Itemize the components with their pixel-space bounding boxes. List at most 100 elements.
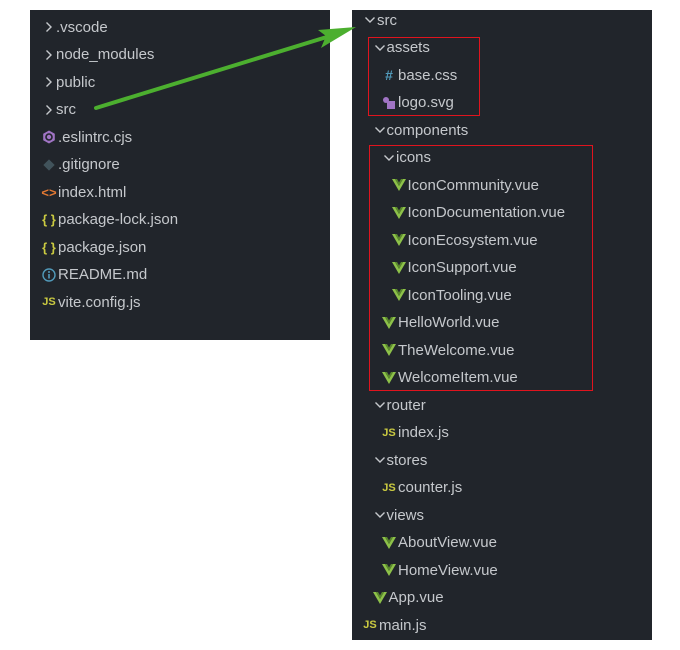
tree-folder-vscode[interactable]: .vscode [30, 14, 330, 41]
tree-item-label: src [56, 101, 76, 118]
info-file-icon [42, 267, 56, 282]
html-file-icon: <> [41, 184, 57, 200]
tree-file-helloworld-vue[interactable]: HelloWorld.vue [352, 309, 652, 336]
chevron-down-icon [373, 399, 387, 411]
tree-file-package-json[interactable]: { }package.json [30, 234, 330, 261]
tree-item-label: README.md [58, 266, 148, 283]
tree-item-label: IconEcosystem.vue [407, 231, 538, 249]
chevron-down-icon [373, 42, 387, 54]
tree-folder-src[interactable]: src [30, 96, 330, 123]
vue-file-icon [382, 371, 396, 384]
chevron-down-icon [373, 454, 387, 466]
tree-file-base-css[interactable]: # base.css [352, 62, 652, 89]
tree-item-label: logo.svg [398, 94, 454, 111]
tree-file-icondocumentation-vue[interactable]: IconDocumentation.vue [352, 199, 652, 226]
js-file-icon: JS [382, 426, 396, 439]
vue-file-icon [382, 564, 396, 576]
tree-item-label: WelcomeItem.vue [398, 369, 518, 386]
tree-file-package-lock-json[interactable]: { }package-lock.json [30, 206, 330, 233]
tree-folder-assets[interactable]: assets [352, 34, 652, 61]
vue-file-icon [391, 206, 406, 219]
chevron-down-icon [363, 14, 377, 26]
tree-item-label: main.js [379, 616, 427, 634]
tree-folder-stores[interactable]: stores [352, 447, 652, 474]
vue-file-icon [382, 316, 396, 329]
vue-file-icon [391, 179, 406, 191]
json-file-icon: { } [42, 239, 56, 255]
chevron-right-icon [42, 104, 56, 116]
chevron-right-icon [42, 49, 56, 61]
tree-item-label: .gitignore [58, 156, 120, 173]
tree-file-thewelcome-vue[interactable]: TheWelcome.vue [352, 337, 652, 364]
chevron-down-icon [373, 124, 387, 136]
chevron-down-icon [373, 509, 387, 521]
tree-file-logo-svg[interactable]: logo.svg [352, 89, 652, 116]
tree-item-label: TheWelcome.vue [398, 341, 515, 359]
js-file-icon: JS [382, 481, 396, 494]
tree-item-label: index.js [398, 424, 449, 441]
tree-file-app-vue[interactable]: App.vue [352, 584, 652, 611]
tree-item-label: public [56, 73, 96, 91]
json-file-icon: { } [42, 212, 56, 227]
tree-item-label: router [386, 396, 426, 414]
highlight-box-components [369, 145, 593, 391]
explorer-expanded-src-tree: src assets # base.css logo.svg components icon… [352, 10, 652, 640]
tree-file-gitignore[interactable]: .gitignore [30, 151, 330, 178]
tree-file-icontooling-vue[interactable]: IconTooling.vue [352, 282, 652, 309]
tree-folder-node-modules[interactable]: node_modules [30, 41, 330, 68]
tree-item-label: counter.js [398, 479, 463, 496]
tree-item-label: components [386, 121, 469, 139]
tree-item-label: .vscode [56, 18, 108, 36]
chevron-right-icon [42, 21, 56, 33]
eslint-file-icon [42, 130, 56, 144]
vue-file-icon [382, 344, 396, 356]
vue-file-icon [382, 536, 396, 549]
js-file-icon: JS [363, 619, 377, 631]
tree-item-label: package-lock.json [58, 211, 179, 228]
tree-file-eslintrc-cjs[interactable]: .eslintrc.cjs [30, 124, 330, 151]
tree-item-label: vite.config.js [58, 293, 141, 311]
tree-folder-router[interactable]: router [352, 392, 652, 419]
git-file-icon [42, 158, 56, 172]
js-file-icon: JS [42, 296, 56, 308]
tree-folder-views[interactable]: views [352, 502, 652, 529]
vue-file-icon [391, 234, 406, 246]
tree-item-label: IconTooling.vue [407, 286, 512, 304]
tree-file-homeview-vue[interactable]: HomeView.vue [352, 557, 652, 584]
tree-item-label: HomeView.vue [398, 561, 498, 579]
tree-item-label: .eslintrc.cjs [58, 128, 133, 146]
tree-item-label: stores [386, 451, 428, 469]
css-file-icon: # [385, 67, 393, 83]
tree-item-label: IconDocumentation.vue [407, 204, 566, 221]
tree-file-readme-md[interactable]: README.md [30, 261, 330, 288]
tree-item-label: IconCommunity.vue [407, 176, 539, 194]
tree-folder-src[interactable]: src [352, 10, 652, 34]
vue-file-icon [391, 289, 406, 301]
tree-item-label: base.css [398, 66, 458, 84]
tree-item-label: package.json [58, 238, 147, 256]
chevron-down-icon [382, 152, 396, 164]
tree-item-label: AboutView.vue [398, 534, 497, 551]
tree-file-aboutview-vue[interactable]: AboutView.vue [352, 529, 652, 556]
tree-file-welcomeitem-vue[interactable]: WelcomeItem.vue [352, 364, 652, 391]
tree-file-iconcommunity-vue[interactable]: IconCommunity.vue [352, 172, 652, 199]
tree-file-iconecosystem-vue[interactable]: IconEcosystem.vue [352, 227, 652, 254]
tree-file-iconsupport-vue[interactable]: IconSupport.vue [352, 254, 652, 281]
svg-file-icon [382, 96, 396, 110]
tree-folder-public[interactable]: public [30, 69, 330, 96]
tree-item-label: views [386, 506, 425, 524]
tree-file-index-html[interactable]: <>index.html [30, 179, 330, 206]
highlight-box-assets [368, 37, 480, 116]
tree-folder-icons[interactable]: icons [352, 144, 652, 171]
tree-item-label: node_modules [56, 46, 155, 63]
tree-folder-components[interactable]: components [352, 117, 652, 144]
tree-item-label: icons [396, 149, 432, 166]
vue-file-icon [372, 591, 387, 604]
tree-item-label: src [377, 11, 397, 29]
chevron-right-icon [42, 76, 56, 88]
